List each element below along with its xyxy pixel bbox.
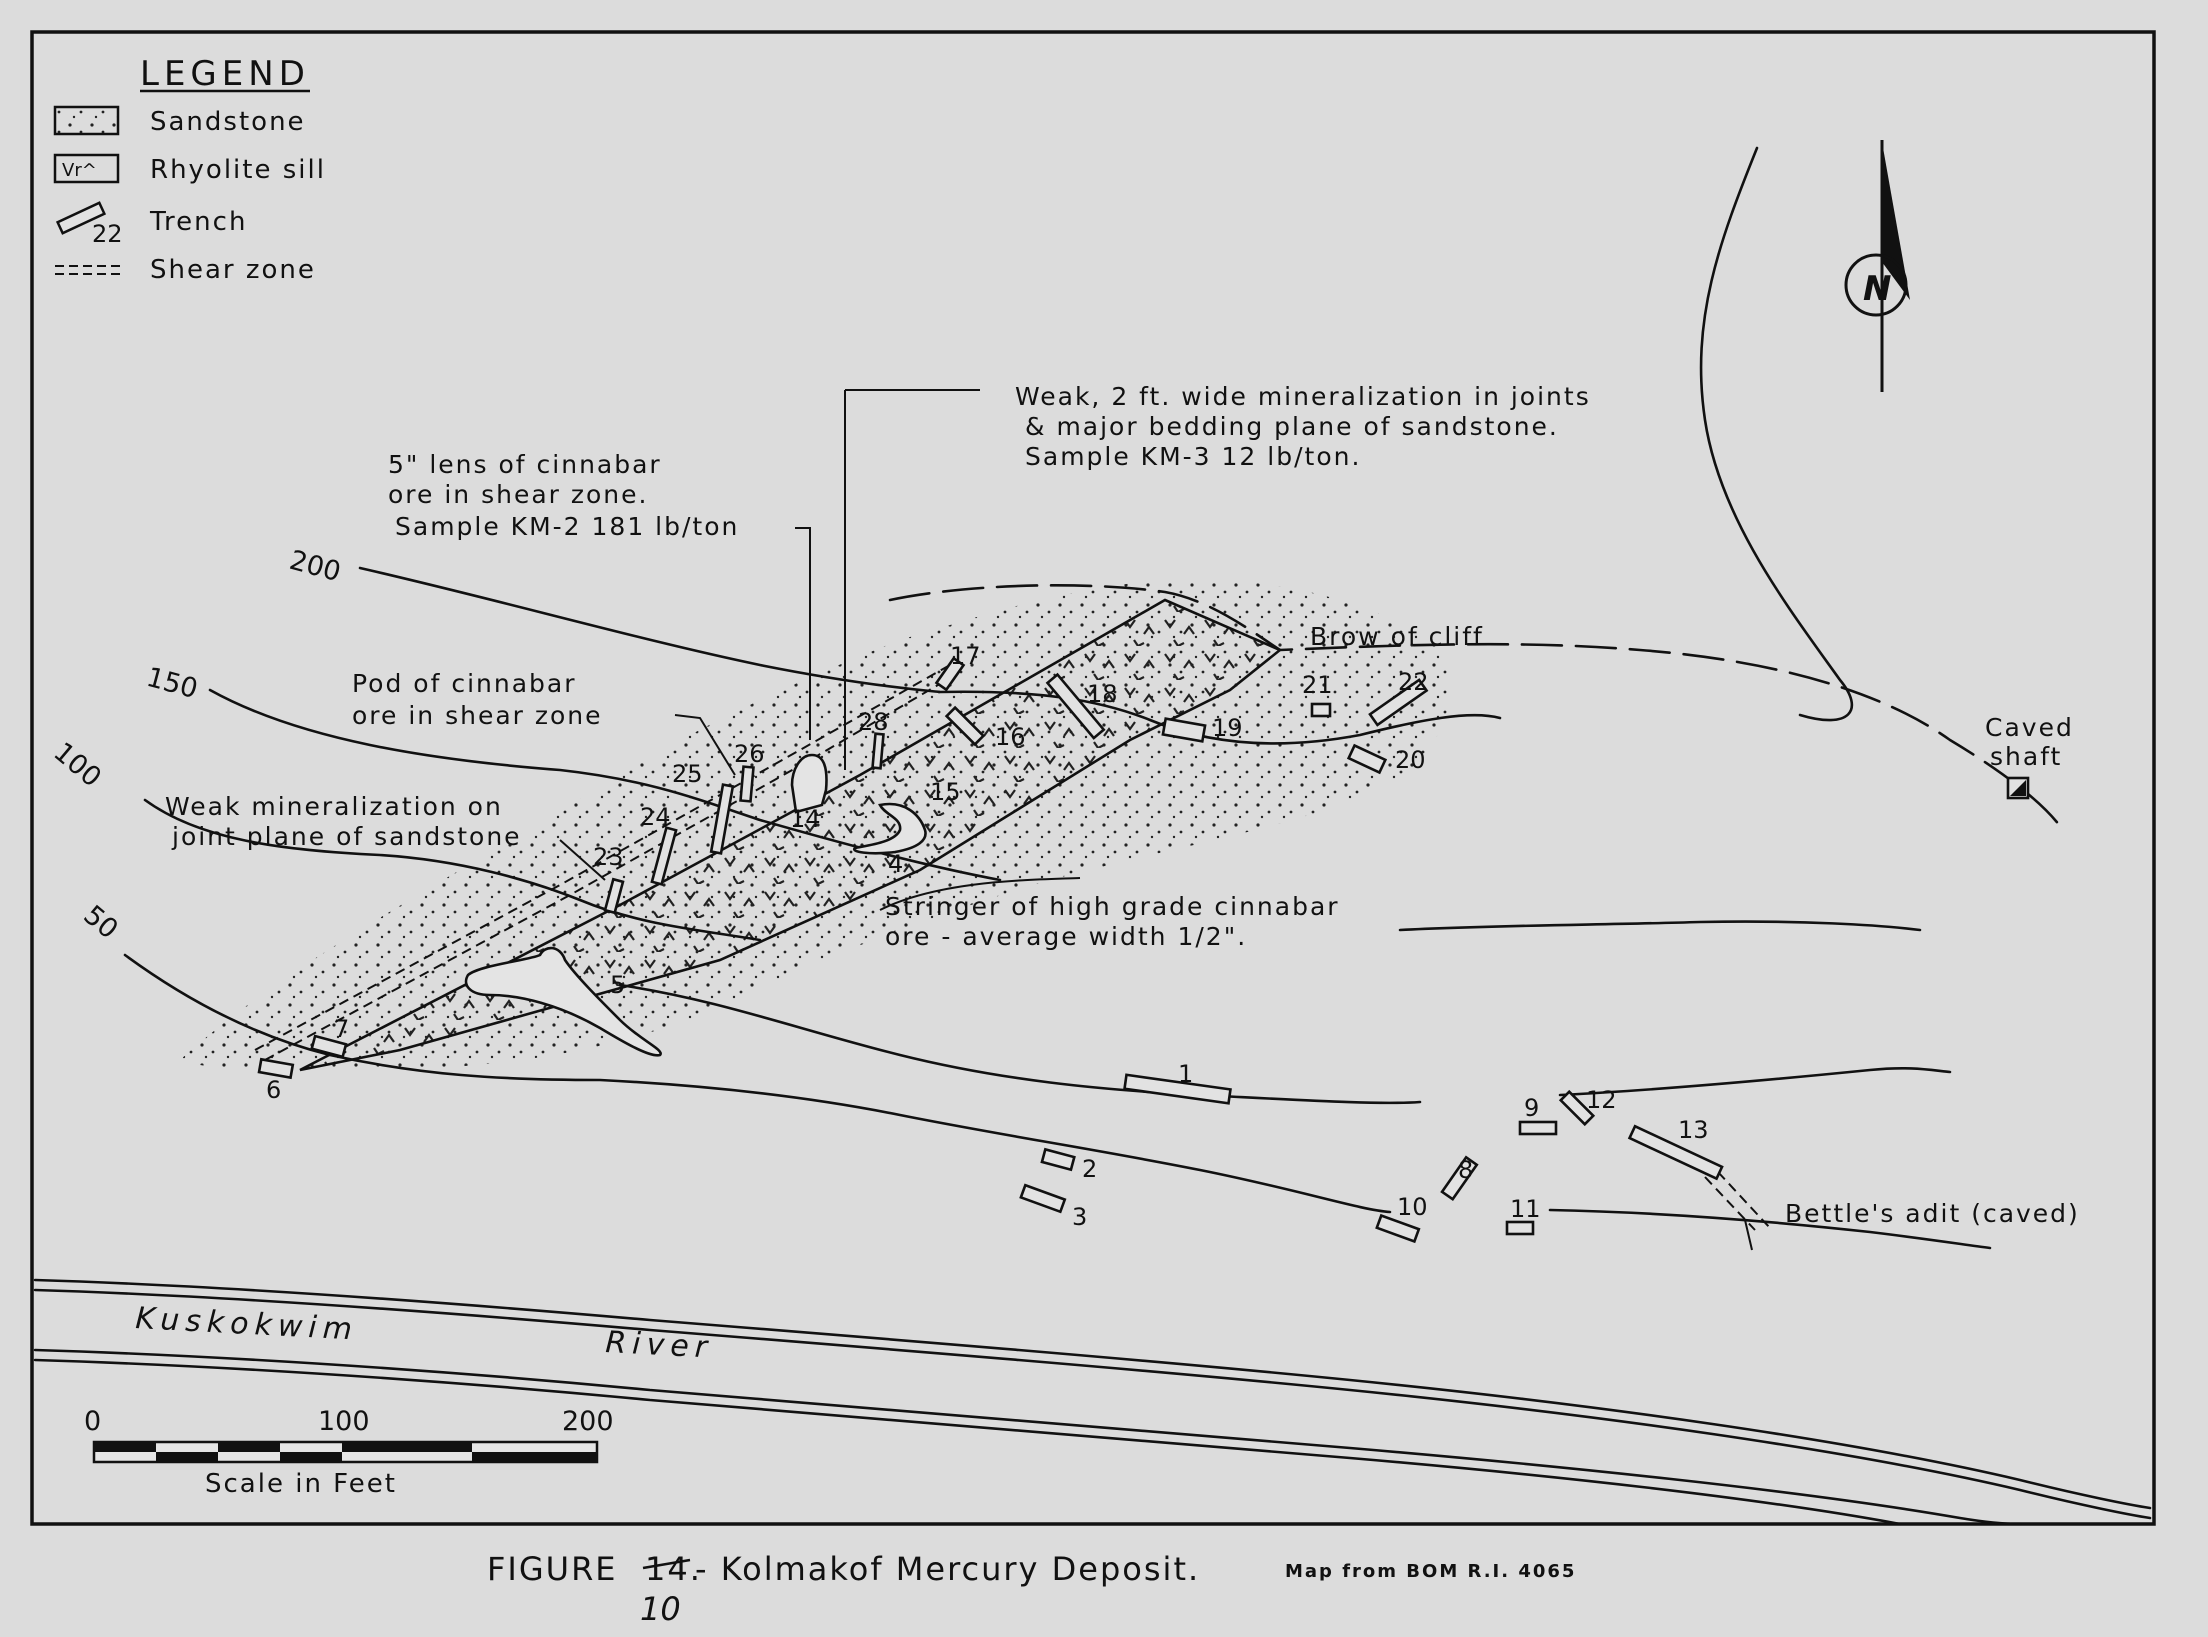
svg-text:23: 23 [593, 843, 624, 871]
svg-text:22: 22 [1398, 668, 1429, 696]
note-stringer-line1: Stringer of high grade cinnabar [885, 892, 1340, 921]
svg-text:20: 20 [1395, 746, 1426, 774]
caption-handwritten-number: 10 [640, 1590, 681, 1628]
cinnabar-pod-14 [790, 753, 828, 814]
scale-tick-200: 200 [562, 1406, 614, 1437]
contour-lower2 [1398, 920, 1922, 932]
svg-text:16: 16 [995, 723, 1026, 751]
legend-sandstone-swatch [53, 105, 120, 136]
svg-text:28: 28 [858, 708, 889, 736]
caption-source: Map from BOM R.I. 4065 [1285, 1561, 1576, 1582]
bettles-adit [1704, 1176, 1756, 1231]
svg-text:26: 26 [734, 740, 765, 768]
svg-text:1: 1 [1178, 1060, 1193, 1088]
note-pod-line1: Pod of cinnabar [352, 669, 577, 698]
north-label: N [1863, 269, 1891, 309]
svg-text:3: 3 [1072, 1203, 1087, 1231]
scale-label: Scale in Feet [205, 1469, 397, 1499]
contour-lower3 [1558, 1066, 1952, 1097]
svg-text:8: 8 [1458, 1156, 1473, 1184]
note-weak-joint-line1: Weak mineralization on [165, 792, 503, 821]
trench-labels: 1 2 3 4 5 6 7 8 9 10 11 12 13 14 15 16 1… [266, 642, 1709, 1231]
legend-rhyolite-label: Rhyolite sill [150, 155, 326, 185]
svg-text:2: 2 [1082, 1155, 1097, 1183]
svg-text:24: 24 [640, 803, 671, 831]
legend-shear-label: Shear zone [150, 255, 316, 285]
svg-text:7: 7 [334, 1015, 349, 1043]
note-weak-2ft-line1: Weak, 2 ft. wide mineralization in joint… [1015, 382, 1591, 411]
svg-text:12: 12 [1586, 1086, 1617, 1114]
cinnabar-pod-15 [852, 802, 927, 855]
svg-text:18: 18 [1087, 680, 1118, 708]
note-weak-2ft-line3: Sample KM-3 12 lb/ton. [1025, 442, 1361, 471]
caption-struck-number: 14. [645, 1550, 702, 1588]
label-bettles-adit: Bettle's adit (caved) [1785, 1199, 2080, 1228]
note-weak-joint-line2: joint plane of sandstone [171, 822, 522, 851]
svg-text:14: 14 [790, 805, 821, 833]
svg-text:11: 11 [1510, 1195, 1541, 1223]
note-lens-line2: ore in shear zone. [388, 480, 648, 509]
contour-200 [358, 566, 1502, 745]
kuskokwim-river [33, 1278, 2152, 1526]
svg-text:9: 9 [1524, 1094, 1539, 1122]
trenches [257, 656, 1724, 1244]
note-weak-2ft-line2: & major bedding plane of sandstone. [1025, 412, 1559, 441]
svg-text:6: 6 [266, 1076, 281, 1104]
svg-text:5: 5 [610, 971, 625, 999]
svg-text:21: 21 [1302, 671, 1333, 699]
label-caved-shaft-2: shaft [1990, 742, 2062, 771]
river-label-river: River [605, 1325, 714, 1366]
note-stringer-line2: ore - average width 1/2". [885, 922, 1247, 951]
caption-prefix: FIGURE [487, 1550, 618, 1588]
legend-title: LEGEND [140, 54, 310, 94]
contour-lower4 [1548, 1208, 1992, 1250]
scale-bar [92, 1440, 599, 1464]
contour-100 [143, 798, 762, 942]
svg-text:17: 17 [950, 642, 981, 670]
scale-tick-100: 100 [318, 1406, 370, 1437]
label-caved-shaft-1: Caved [1985, 713, 2074, 742]
contour-lower [618, 983, 1422, 1105]
svg-text:10: 10 [1397, 1193, 1428, 1221]
svg-text:19: 19 [1212, 714, 1243, 742]
svg-text:4: 4 [888, 850, 903, 878]
brow-of-cliff [888, 584, 2062, 828]
label-brow-of-cliff: Brow of cliff [1310, 622, 1484, 651]
note-pod-line2: ore in shear zone [352, 701, 603, 730]
svg-text:25: 25 [672, 760, 703, 788]
contour-50 [123, 953, 1392, 1214]
legend-rhyolite-swatch [53, 153, 120, 184]
scale-tick-0: 0 [84, 1406, 101, 1437]
legend-sandstone-label: Sandstone [150, 107, 306, 137]
caption-title: - Kolmakof Mercury Deposit. [695, 1550, 1200, 1588]
legend-trench-label: Trench [149, 207, 247, 237]
north-arrow [1844, 140, 1910, 392]
cinnabar-pod-5 [464, 946, 662, 1057]
note-lens-line1: 5" lens of cinnabar [388, 450, 662, 479]
legend-rhyolite-symbol: Vr^ [62, 160, 97, 181]
ridge-line [1699, 146, 1853, 722]
svg-text:13: 13 [1678, 1116, 1709, 1144]
legend-trench-swatch [55, 201, 107, 235]
svg-text:15: 15 [930, 778, 961, 806]
shear-zone [254, 664, 951, 1051]
legend-trench-symbol: 22 [92, 220, 123, 248]
note-lens-line3: Sample KM-2 181 lb/ton [395, 512, 739, 541]
